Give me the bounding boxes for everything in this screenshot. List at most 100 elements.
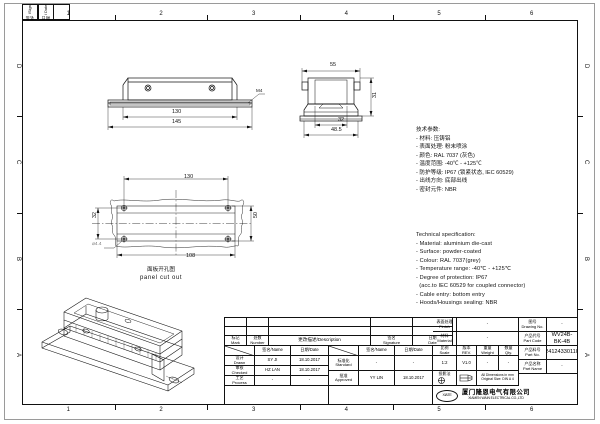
rev-row2-description — [269, 327, 371, 336]
ruler-right-tick-3 — [578, 308, 583, 310]
sign-row-approved-role-cn: 批准 — [339, 372, 348, 378]
ruler-left-letter-D: D — [15, 64, 21, 69]
sign-row-checked-role-en: Checked — [231, 369, 248, 375]
rev-row2-mark — [225, 327, 247, 336]
attr-weight-label-en: Weight — [481, 349, 494, 355]
corner-stamp-cell-2: 日期/Date — [38, 4, 54, 20]
rev-header-description-en: Description — [317, 337, 341, 343]
rev-header-mark-en: Mark — [231, 339, 240, 345]
ruler-bottom-num-2: 2 — [159, 407, 163, 413]
corner-stamp-cell-1: 签名/Sign — [22, 4, 38, 20]
approve-header-name: 签名/Name — [359, 346, 395, 356]
approve-header-name-en: Name — [375, 347, 387, 353]
units-note-line2: Original Size: DIN A 4 — [481, 377, 514, 381]
ruler-right-letter-A: A — [583, 352, 589, 357]
attr-drawing-no-label-en: Drawing No. — [521, 323, 544, 329]
rev-row1-mark — [225, 318, 247, 327]
panel-cutout-dim-50: 50 — [253, 212, 259, 219]
ruler-right-letter-B: B — [583, 256, 589, 261]
ruler-left-tick-1 — [17, 116, 22, 118]
rev-row1-date — [413, 318, 453, 327]
first-angle-projection-icon — [459, 374, 472, 382]
corner-stamp-sign-cn: 签名 — [24, 15, 34, 20]
sign-row-checked-role-cn: 审核 — [235, 366, 244, 371]
attr-rev-label-en: REV. — [462, 349, 471, 355]
attr-part-name-value: - — [547, 360, 577, 374]
attr-material-label-cn: 材料 — [440, 333, 449, 339]
panel-cutout-view — [92, 176, 254, 258]
rev-header-date-cn: 日期 — [428, 336, 437, 341]
ruler-left-letter-A: A — [15, 352, 21, 357]
attr-finish-label-en: Finish — [439, 323, 450, 329]
projection-symbol-cell — [457, 371, 477, 386]
projection-label: 投影法 — [433, 371, 457, 386]
rev-row1-number — [247, 318, 269, 327]
sign-row-checked-name: HZ LAN — [255, 366, 291, 376]
panel-cutout-dim-hole: ⌀4.4 — [92, 242, 102, 247]
company-name-en: XIAMEN WAIN ELECTRICAL CO.,LTD — [468, 396, 524, 401]
sign-row-drawn-role-en: Drawn — [233, 359, 246, 365]
ruler-bottom-tick-4 — [392, 405, 394, 410]
sign-row-drawn-name: SY JI — [255, 356, 291, 366]
panel-cutout-dim-32: 32 — [92, 212, 98, 219]
company-logo-text: XIATE — [442, 392, 452, 397]
approve-header-diagonal — [329, 346, 359, 356]
side-view-dim-32: 32 — [338, 117, 345, 123]
ruler-bottom-num-3: 3 — [251, 407, 256, 413]
sign-row-process-role-en: Process — [232, 379, 247, 385]
ruler-top-tick-1 — [114, 15, 116, 20]
attr-part-code-value: WV24B-BK-4B — [547, 332, 577, 346]
attr-part-code-label-en: Part Code — [523, 337, 542, 343]
ruler-bottom-tick-3 — [300, 405, 301, 410]
ruler-top-num-6: 6 — [529, 11, 534, 17]
ruler-bottom-tick-2 — [207, 405, 209, 410]
rev-header-mark-cn: 标记 — [231, 336, 240, 341]
attr-qty-label-en: Qty. — [504, 349, 513, 355]
sign-row-standard-date: - — [395, 356, 433, 371]
projection-symbol-icon — [437, 377, 445, 384]
title-block-filler-left — [225, 386, 329, 405]
spec-chinese-text: 技术参数: - 材料: 压铸铝 - 表面处理: 粉末喷涂 - 颜色: RAL 7… — [416, 127, 514, 193]
side-view-dim-485: 48.5 — [331, 127, 342, 133]
rev-header-signature-en: Signature — [382, 339, 401, 345]
rev-row2-signature — [371, 327, 413, 336]
ruler-top-num-1: 1 — [66, 11, 70, 17]
rev-row1-signature — [371, 318, 413, 327]
rev-header-date-en: Date — [428, 339, 437, 345]
panel-cutout-dim-130: 130 — [184, 174, 194, 180]
ruler-bottom-num-6: 6 — [529, 407, 534, 413]
rev-header-number-en: Number — [250, 339, 265, 345]
sign-row-drawn-role-cn: 设计 — [235, 356, 244, 361]
units-note: All Dimensions in mm Original Size: DIN … — [477, 371, 519, 386]
ruler-top-tick-5 — [485, 15, 487, 20]
sign-header-date-cn: 日期 — [300, 347, 309, 353]
attr-drawing-no-label-cn: 图号 — [528, 319, 537, 325]
attr-qty-label-cn: 数量 — [504, 346, 513, 351]
company-name-cn: 厦门隆恩电气有限公司 — [462, 389, 530, 397]
sign-row-standard-name: - — [359, 356, 395, 371]
sign-row-process-date: - — [291, 376, 329, 386]
sign-row-checked-date: 18.10.2017 — [291, 366, 329, 376]
rev-row1-description — [269, 318, 371, 327]
company-logo-icon: XIATE — [436, 389, 458, 402]
attr-part-no-label-en: Part No. — [525, 351, 540, 357]
sign-header-diagonal — [225, 346, 255, 356]
rev-header-number-cn: 处数 — [253, 336, 262, 341]
attr-part-no-label-cn: 产品料号 — [524, 347, 541, 353]
approve-header-name-cn: 签名 — [366, 347, 375, 353]
panel-cutout-caption-cn: 面板开孔图 — [147, 267, 175, 273]
page-border — [4, 3, 595, 420]
panel-cutout-dim-108: 108 — [186, 253, 196, 259]
